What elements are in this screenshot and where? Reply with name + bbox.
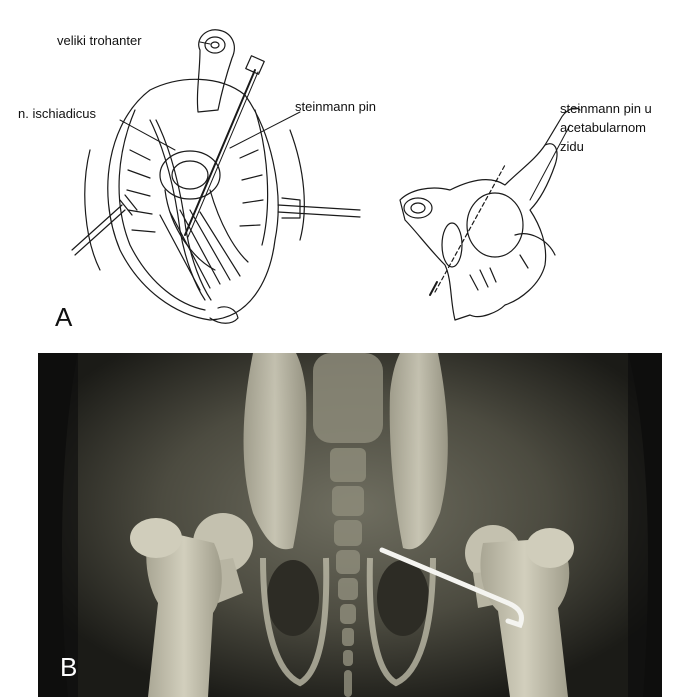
label-pin-acetabular-line2: acetabularnom — [560, 119, 646, 137]
panel-b-xray: B — [38, 353, 662, 697]
panel-b-letter: B — [60, 653, 77, 681]
retractor-left — [72, 195, 137, 255]
label-sciatic-nerve: n. ischiadicus — [18, 105, 96, 123]
pelvis-drawing — [400, 144, 557, 320]
label-pin-acetabular-line1: steinmann pin u — [560, 100, 652, 118]
acetabulum — [467, 193, 523, 257]
obturator-right — [377, 560, 429, 636]
retractor-right — [278, 198, 360, 218]
label-trochanter: veliki trohanter — [57, 32, 142, 50]
panel-a-illustration: veliki trohanter n. ischiadicus steinman… — [0, 0, 678, 345]
xray-image — [38, 353, 662, 697]
obturator-left — [267, 560, 319, 636]
label-pin-acetabular-line3: zidu — [560, 138, 584, 156]
surgical-drawing — [0, 0, 678, 345]
steinmann-pin-left — [185, 70, 255, 235]
panel-a-letter: A — [55, 303, 72, 331]
label-steinmann-pin: steinmann pin — [295, 98, 376, 116]
